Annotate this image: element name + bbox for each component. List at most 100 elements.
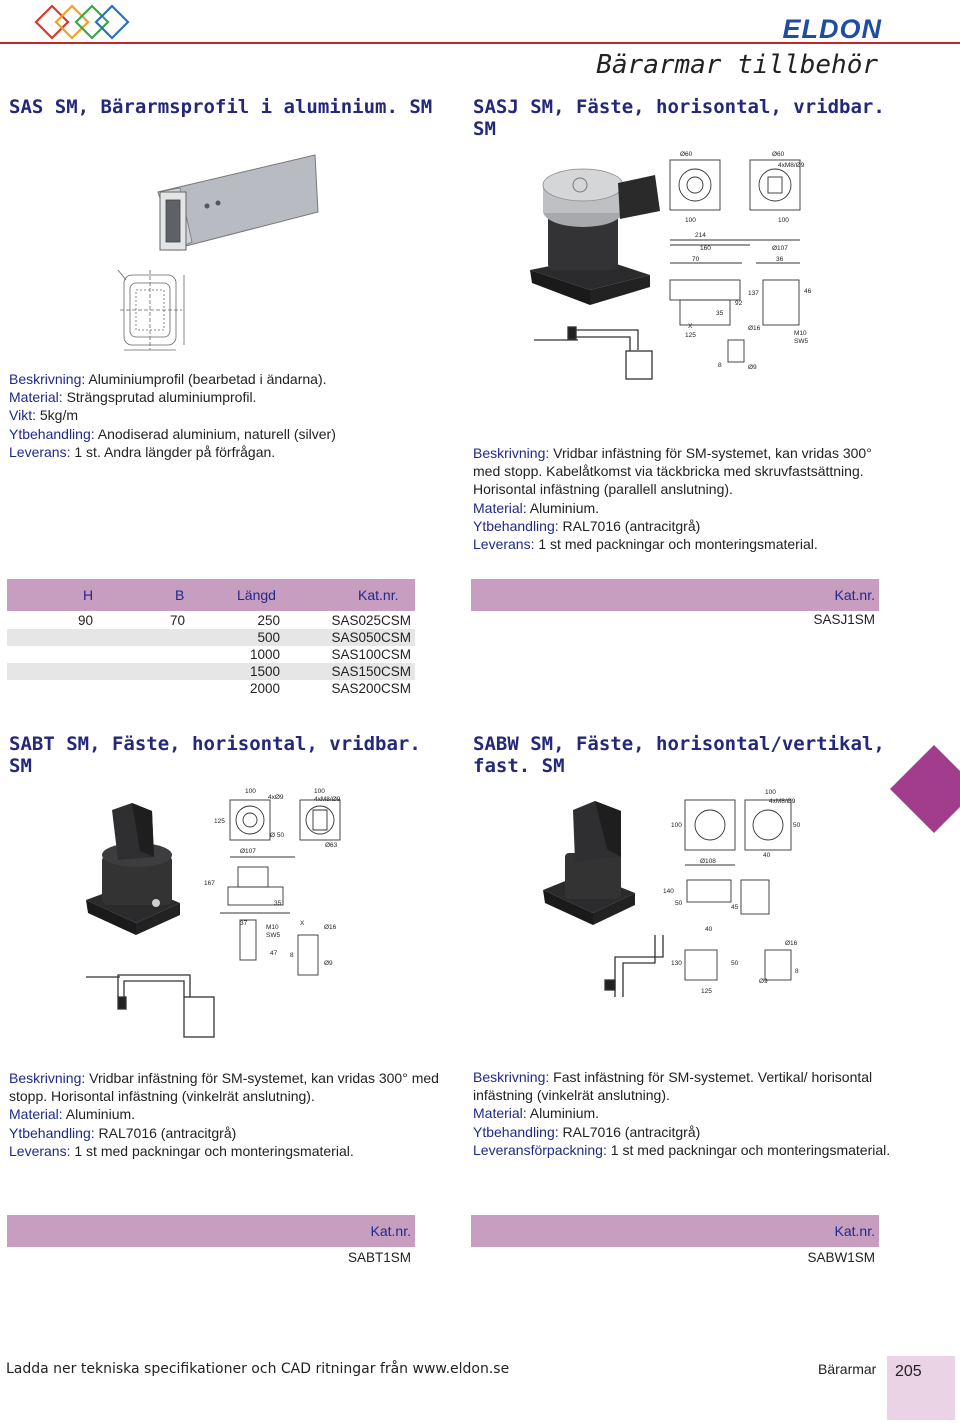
dim-label: 125 [701,988,712,995]
dim-label: Ø107 [772,245,788,252]
cell-katnr: SASJ1SM [813,612,875,627]
dim-label: 45 [731,904,739,911]
dim-label: Ø 50 [270,832,284,839]
col-katnr: Kat.nr. [370,1223,411,1239]
section-title: Bärarmar tillbehör [596,50,878,80]
dim-label: 46 [804,288,812,295]
cell-h: 90 [78,613,94,628]
sasj-desc-line: Material: Aluminium. [473,499,600,516]
sas-profile-illustration [117,154,319,351]
dim-label: M10 [794,330,807,337]
table-row: 500 SAS050CSM [7,629,415,646]
dim-label: M10 [266,924,279,931]
sabt-desc-line: Leverans: 1 st med packningar och monter… [9,1142,354,1159]
cell-b: 70 [170,613,186,628]
sasj-desc-line: Ytbehandling: RAL7016 (antracitgrå) [473,517,701,534]
col-katnr: Kat.nr. [834,1223,875,1239]
col-katnr: Kat.nr. [834,587,875,603]
dim-label: 100 [671,822,682,829]
sasj-desc-line: Beskrivning: Vridbar infästning för SM-s… [473,445,872,498]
cell-length: 500 [257,630,280,645]
sabw-desc-line: Material: Aluminium. [473,1105,600,1122]
sabw-description: Beskrivning: Fast infästning för SM-syst… [473,1068,893,1159]
cell-length: 2000 [249,681,280,696]
sabw-desc-line: Beskrivning: Fast infästning för SM-syst… [473,1069,873,1104]
cell-katnr: SAS050CSM [331,630,411,645]
dim-label: 40 [705,926,713,933]
cell-katnr: SAS150CSM [331,664,411,679]
sabw-photo-illustration: 100 4xM8/Ø9 100 50 40 Ø108 140 50 45 40 … [543,789,801,997]
sas-desc-line: Vikt: 5kg/m [9,407,78,424]
col-h: H [83,587,94,603]
footer-download-text: Ladda ner tekniska specifikationer och C… [6,1361,510,1377]
dim-label: 36 [776,256,784,263]
sabw-desc-line: Ytbehandling: RAL7016 (antracitgrå) [473,1123,701,1140]
sabt-desc-line: Ytbehandling: RAL7016 (antracitgrå) [9,1124,237,1141]
dim-label: 70 [692,256,700,263]
dim-label: 100 [245,788,256,795]
dim-label: 4xM8/Ø9 [314,796,341,803]
dim-label: 100 [778,217,789,224]
table-row: 1000 SAS100CSM [7,646,415,663]
dim-label: Ø63 [325,842,338,849]
col-length: Längd [237,587,276,603]
sabw-table-header: Kat.nr. [471,1215,879,1247]
sas-table-header: H B Längd Kat.nr. [7,579,415,611]
dim-label: SW5 [794,338,808,345]
product-title-sas: SAS SM, Bärarmsprofil i aluminium. SM [9,96,433,118]
dim-label: Ø16 [324,924,337,931]
dim-label: 8 [718,362,722,369]
dim-label: X [300,920,305,927]
dim-label: 50 [793,822,801,829]
page-number: 205 [887,1356,955,1420]
sasj-table-header: Kat.nr. [471,579,879,611]
col-b: B [175,587,185,603]
dim-label: 92 [735,300,743,307]
product-title-sasj: SASJ SM, Fäste, horisontal, vridbar. SM [473,96,885,140]
dim-label: Ø60 [772,151,785,158]
table-row: 90 70 250 SAS025CSM [7,612,415,629]
product-title-sabt: SABT SM, Fäste, horisontal, vridbar. SM [9,733,421,777]
sas-desc-line: Ytbehandling: Anodiserad aluminium, natu… [9,425,336,442]
dim-label: 130 [671,960,682,967]
dim-label: Ø16 [785,940,798,947]
dim-label: 8 [290,952,294,959]
cell-length: 1000 [249,647,280,662]
dim-label: Ø60 [680,151,693,158]
header-rule [0,42,960,44]
dim-label: 35 [274,900,282,907]
dim-label: 50 [675,900,683,907]
logo-diamonds-icon [34,4,130,40]
sabt-desc-line: Beskrivning: Vridbar infästning för SM-s… [9,1070,439,1105]
dim-label: 4xM8/Ø9 [778,162,805,169]
sasj-description: Beskrivning: Vridbar infästning för SM-s… [473,444,893,553]
dim-label: 100 [685,217,696,224]
sas-desc-line: Leverans: 1 st. Andra längder på förfråg… [9,443,276,460]
cell-katnr: SABW1SM [807,1250,875,1265]
cell-katnr: SAS025CSM [331,613,411,628]
dim-label: Ø16 [748,325,761,332]
dim-label: 35 [716,310,724,317]
table-row: SABT1SM [7,1249,415,1266]
cell-katnr: SAS100CSM [331,647,411,662]
dim-label: 167 [204,880,215,887]
dim-label: 50 [731,960,739,967]
sas-description: Beskrivning: Aluminiumprofil (bearbetad … [9,370,449,461]
dim-label: 125 [214,818,225,825]
dim-label: 160 [700,245,711,252]
dim-label: Ø108 [700,858,716,865]
sabt-desc-line: Material: Aluminium. [9,1106,136,1123]
table-row: SASJ1SM [471,611,879,628]
sasj-photo-illustration: Ø60 Ø60 4xM8/Ø9 100 100 214 160 Ø107 70 … [530,151,812,380]
dim-label: Ø9 [759,978,768,985]
dim-label: 100 [765,789,776,796]
dim-label: 100 [314,788,325,795]
dim-label: Ø9 [324,960,333,967]
sabt-photo-illustration: 100 100 4xØ9 4xM8/Ø9 125 Ø 50 Ø63 Ø107 1… [86,788,341,1038]
dim-label: SW5 [266,932,280,939]
dim-label: 40 [763,852,771,859]
dim-label: 125 [685,332,696,339]
cell-katnr: SABT1SM [347,1250,411,1265]
dim-label: 4xM8/Ø9 [769,798,796,805]
dim-label: 137 [748,290,759,297]
